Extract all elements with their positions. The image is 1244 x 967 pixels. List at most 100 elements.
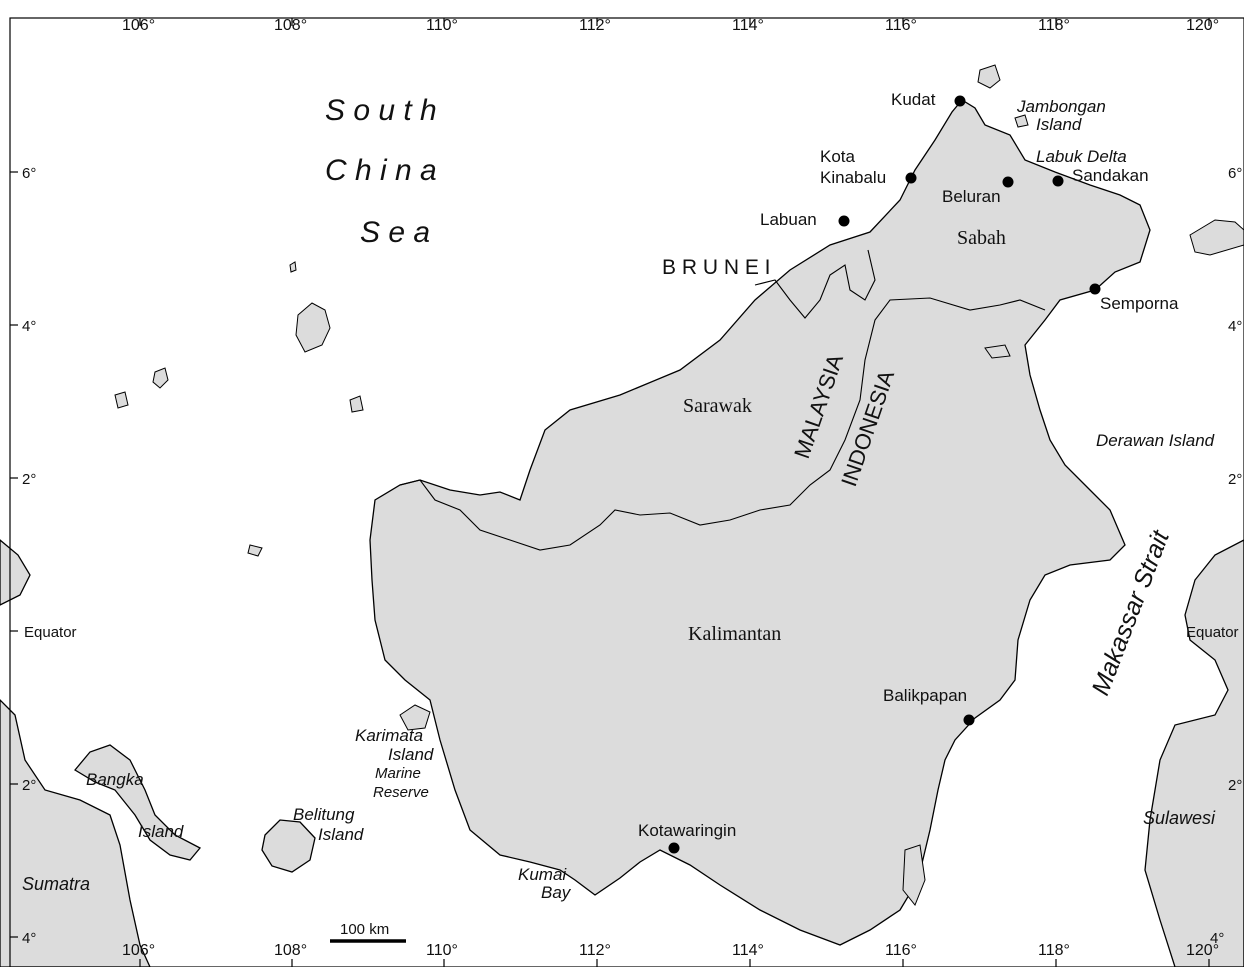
- lon-bottom-120: 120°: [1186, 942, 1219, 959]
- lon-bottom-116: 116°: [885, 942, 917, 959]
- equator-label-left: Equator: [24, 624, 77, 641]
- city-labels: Kudat Kota Kinabalu Labuan Beluran Sanda…: [638, 90, 1179, 840]
- sumatra-label: Sumatra: [22, 874, 90, 894]
- lon-label-120: 120°: [1186, 17, 1219, 34]
- sarawak-label: Sarawak: [683, 395, 752, 417]
- sulawesi-label: Sulawesi: [1143, 808, 1216, 828]
- lat-left-4: 4°: [22, 318, 36, 335]
- lon-bottom-110: 110°: [426, 942, 458, 959]
- labuan-label: Labuan: [760, 210, 817, 229]
- sea-line-2: C h i n a: [325, 154, 437, 187]
- lat-right-4-south: 4°: [1210, 930, 1224, 947]
- belitung-line2: Island: [318, 825, 364, 844]
- small-island-2: [114, 391, 129, 409]
- top-longitude-ticks: [139, 18, 1210, 26]
- karimata-island: [399, 704, 431, 731]
- sandakan-label: Sandakan: [1072, 166, 1149, 185]
- kudat-marker: [954, 95, 966, 107]
- equator-label-right: Equator: [1186, 624, 1239, 641]
- lat-right-2: 2°: [1228, 471, 1242, 488]
- lon-label-116: 116°: [885, 17, 917, 34]
- city-markers: [668, 95, 1101, 854]
- scale-bar: 100 km: [330, 921, 406, 943]
- sabah-label: Sabah: [957, 227, 1006, 249]
- lat-left-2: 2°: [22, 471, 36, 488]
- sulawesi-landmass: [1144, 539, 1244, 967]
- labuk-delta-label: Labuk Delta: [1036, 147, 1127, 166]
- lon-bottom-118: 118°: [1038, 942, 1070, 959]
- balikpapan-marker: [963, 714, 975, 726]
- jambongan-line1: Jambongan: [1016, 97, 1106, 116]
- lat-right-4: 4°: [1228, 318, 1242, 335]
- lon-label-118: 118°: [1038, 17, 1070, 34]
- jambongan-line2: Island: [1036, 115, 1082, 134]
- sandakan-marker: [1052, 175, 1064, 187]
- bangka-line2: Island: [138, 822, 184, 841]
- lat-right-6: 6°: [1228, 165, 1242, 182]
- lon-bottom-112: 112°: [579, 942, 611, 959]
- malaysia-indonesia-border: [399, 297, 1046, 551]
- laut-island: [902, 844, 926, 906]
- philippine-islands: [1189, 219, 1244, 256]
- feature-labels: Jambongan Island Labuk Delta Derawan Isl…: [86, 97, 1215, 902]
- map-frame: [9, 17, 1244, 967]
- left-latitude-labels: 6° 4° 2° Equator 2° 4°: [22, 165, 77, 947]
- lon-label-112: 112°: [579, 17, 611, 34]
- lon-label-108: 108°: [274, 17, 307, 34]
- balikpapan-label: Balikpapan: [883, 686, 967, 705]
- right-latitude-labels: 6° 4° 2° Equator 2° 4°: [1186, 165, 1242, 947]
- small-island-3: [349, 395, 364, 413]
- bottom-longitude-labels: 106° 108° 110° 112° 114° 116° 118° 120°: [122, 942, 1219, 959]
- lat-left-2-south: 2°: [22, 777, 36, 794]
- belitung-line1: Belitung: [293, 805, 355, 824]
- lon-label-114: 114°: [732, 17, 764, 34]
- bangka-island: [74, 744, 202, 861]
- kotawaringin-marker: [668, 842, 680, 854]
- belitung-island: [261, 819, 316, 873]
- scale-bar-label: 100 km: [340, 921, 389, 938]
- beluran-label: Beluran: [942, 187, 1001, 206]
- kota-kinabalu-marker: [905, 172, 917, 184]
- karimata-line3: Marine: [375, 765, 421, 782]
- lon-label-110: 110°: [426, 17, 458, 34]
- kota-label-line2: Kinabalu: [820, 168, 886, 187]
- left-latitude-ticks: [10, 171, 18, 938]
- jambongan-island-shape: [1014, 114, 1029, 128]
- brunei-label: B R U N E I: [662, 256, 771, 279]
- labuan-marker: [838, 215, 850, 227]
- small-island-1: [152, 367, 169, 389]
- lon-label-106: 106°: [122, 17, 155, 34]
- lon-bottom-114: 114°: [732, 942, 764, 959]
- kumai-line2: Bay: [541, 883, 572, 902]
- sea-line-3: S e a: [360, 216, 430, 249]
- lon-bottom-106: 106°: [122, 942, 155, 959]
- kumai-line1: Kumai: [518, 865, 567, 884]
- top-longitude-labels: 106° 108° 110° 112° 114° 116° 118° 120°: [122, 17, 1219, 34]
- semporna-marker: [1089, 283, 1101, 295]
- lat-right-2-south: 2°: [1228, 777, 1242, 794]
- derawan-label: Derawan Island: [1096, 431, 1215, 450]
- lat-left-6: 6°: [22, 165, 36, 182]
- sumatra-north-fragment: [0, 539, 31, 606]
- semporna-label: Semporna: [1100, 294, 1179, 313]
- banggi-island: [977, 64, 1001, 89]
- lat-left-4-south: 4°: [22, 930, 36, 947]
- kudat-label: Kudat: [891, 90, 936, 109]
- bangka-line1: Bangka: [86, 770, 144, 789]
- beluran-marker: [1002, 176, 1014, 188]
- brunei-border: [754, 249, 876, 319]
- small-island-5: [289, 261, 297, 273]
- karimata-line4: Reserve: [373, 784, 429, 801]
- natuna-island: [295, 302, 331, 353]
- karimata-line2: Island: [388, 745, 434, 764]
- sea-label: S o u t h C h i n a S e a: [325, 94, 437, 249]
- kalimantan-label: Kalimantan: [688, 623, 781, 645]
- kota-label-line1: Kota: [820, 147, 856, 166]
- lon-bottom-108: 108°: [274, 942, 307, 959]
- karimata-line1: Karimata: [355, 726, 423, 745]
- small-island-4: [247, 544, 263, 557]
- sea-line-1: S o u t h: [325, 94, 437, 127]
- sebatik-island: [984, 344, 1011, 359]
- bottom-longitude-ticks: [139, 959, 1210, 967]
